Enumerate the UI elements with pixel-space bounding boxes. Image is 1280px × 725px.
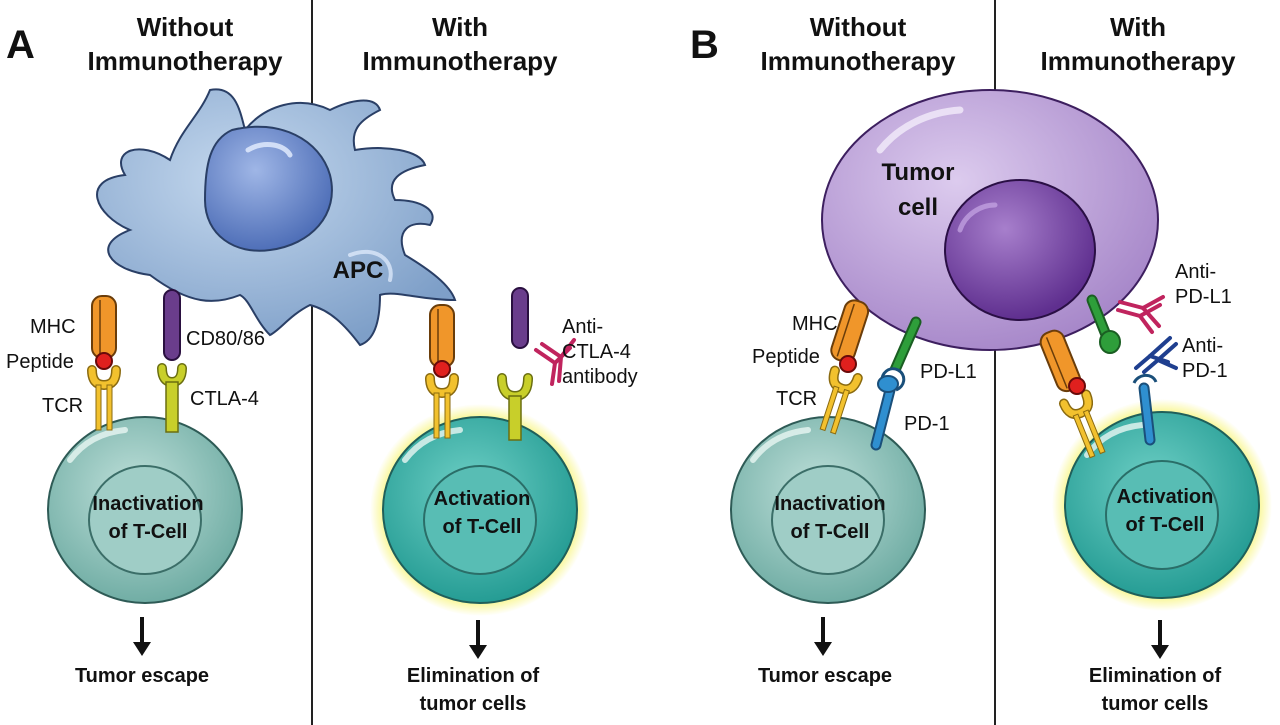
arrow-b-left — [814, 617, 832, 656]
label-peptide-a: Peptide — [6, 351, 74, 373]
label-tcr-a: TCR — [42, 395, 83, 417]
panel-b-right-header-line1: With — [1110, 12, 1166, 42]
label-anti-ctla4-line1: Anti- — [562, 316, 603, 338]
tcell-b-right-label-line1: Activation — [1117, 486, 1214, 508]
panel-a: A Without Immunotherapy With Immunothera… — [6, 12, 638, 715]
apc-label: APC — [333, 257, 384, 284]
cd80-a-left — [163, 289, 181, 361]
label-peptide-b: Peptide — [752, 346, 820, 368]
tumor-label-line1: Tumor — [882, 159, 955, 186]
ctla4-a-right — [497, 373, 533, 441]
tcr-a-left — [87, 365, 121, 431]
panel-a-letter: A — [6, 23, 35, 67]
tcell-b-right-label-line2: of T-Cell — [1126, 514, 1205, 536]
label-ctla4-a: CTLA-4 — [190, 388, 259, 410]
tcr-a-right — [425, 373, 459, 439]
outcome-a-right-line2: tumor cells — [420, 693, 527, 715]
cd80-a-right — [511, 287, 529, 349]
panel-a-left-header-line2: Immunotherapy — [87, 46, 283, 76]
label-anti-pd1-line2: PD-1 — [1182, 360, 1228, 382]
outcome-a-right-line1: Elimination of — [407, 665, 540, 687]
label-anti-pd1-line1: Anti- — [1182, 335, 1223, 357]
label-anti-pdl1-line2: PD-L1 — [1175, 286, 1232, 308]
tcell-a-right-label-line1: Activation — [434, 488, 531, 510]
label-anti-ctla4-line3: antibody — [562, 366, 638, 388]
panel-b-left-header-line1: Without — [810, 12, 907, 42]
mhc-a-left — [91, 295, 117, 359]
ctla4-a-left — [157, 363, 187, 433]
apc-cell — [96, 88, 457, 347]
pdl1-b-right — [1086, 294, 1121, 354]
peptide-b-right — [1068, 377, 1086, 395]
outcome-b-right-line1: Elimination of — [1089, 665, 1222, 687]
tcell-b-left-label-line2: of T-Cell — [791, 521, 870, 543]
panel-b-right-header-line2: Immunotherapy — [1040, 46, 1236, 76]
tcell-b-left — [730, 416, 926, 604]
tcr-b-right — [1058, 389, 1106, 459]
pdl1-b-left — [889, 316, 922, 376]
peptide-a-left — [95, 352, 113, 370]
peptide-a-right — [433, 360, 451, 378]
tcell-b-left-label-line1: Inactivation — [774, 493, 885, 515]
pd1-b-left — [870, 367, 906, 451]
tumor-cell — [821, 89, 1159, 351]
outcome-b-right-line2: tumor cells — [1102, 693, 1209, 715]
arrow-a-right — [469, 620, 487, 659]
panel-b-left-header-line2: Immunotherapy — [760, 46, 956, 76]
panel-b-letter: B — [690, 23, 719, 67]
label-pdl1-b: PD-L1 — [920, 361, 977, 383]
pd1-b-right — [1132, 373, 1158, 446]
arrow-a-left — [133, 617, 151, 656]
anti-pd1-antibody — [1134, 336, 1178, 374]
arrow-b-right — [1151, 620, 1169, 659]
panel-a-left-header-line1: Without — [137, 12, 234, 42]
outcome-a-left: Tumor escape — [75, 665, 209, 687]
panel-a-right-header-line1: With — [432, 12, 488, 42]
label-tcr-b: TCR — [776, 388, 817, 410]
label-anti-ctla4-line2: CTLA-4 — [562, 341, 631, 363]
panel-b: B Without Immunotherapy With Immunothera… — [690, 12, 1272, 715]
tcell-b-right — [1052, 399, 1272, 611]
panel-a-right-header-line2: Immunotherapy — [362, 46, 558, 76]
label-pd1-b: PD-1 — [904, 413, 950, 435]
anti-ctla4-antibody — [534, 338, 576, 386]
tcell-a-left-label-line2: of T-Cell — [109, 521, 188, 543]
tcell-a-right — [370, 404, 590, 616]
mhc-a-right — [429, 304, 455, 368]
anti-pdl1-antibody — [1116, 295, 1165, 334]
label-mhc-a: MHC — [30, 316, 76, 338]
tcr-b-left — [819, 365, 863, 435]
label-mhc-b: MHC — [792, 313, 838, 335]
label-anti-pdl1-line1: Anti- — [1175, 261, 1216, 283]
label-cd80-a: CD80/86 — [186, 328, 265, 350]
tumor-label-line2: cell — [898, 194, 938, 221]
tcell-a-left-label-line1: Inactivation — [92, 493, 203, 515]
peptide-b-left — [839, 355, 857, 373]
tcell-a-right-label-line2: of T-Cell — [443, 516, 522, 538]
outcome-b-left: Tumor escape — [758, 665, 892, 687]
tcell-a-left — [47, 416, 243, 604]
